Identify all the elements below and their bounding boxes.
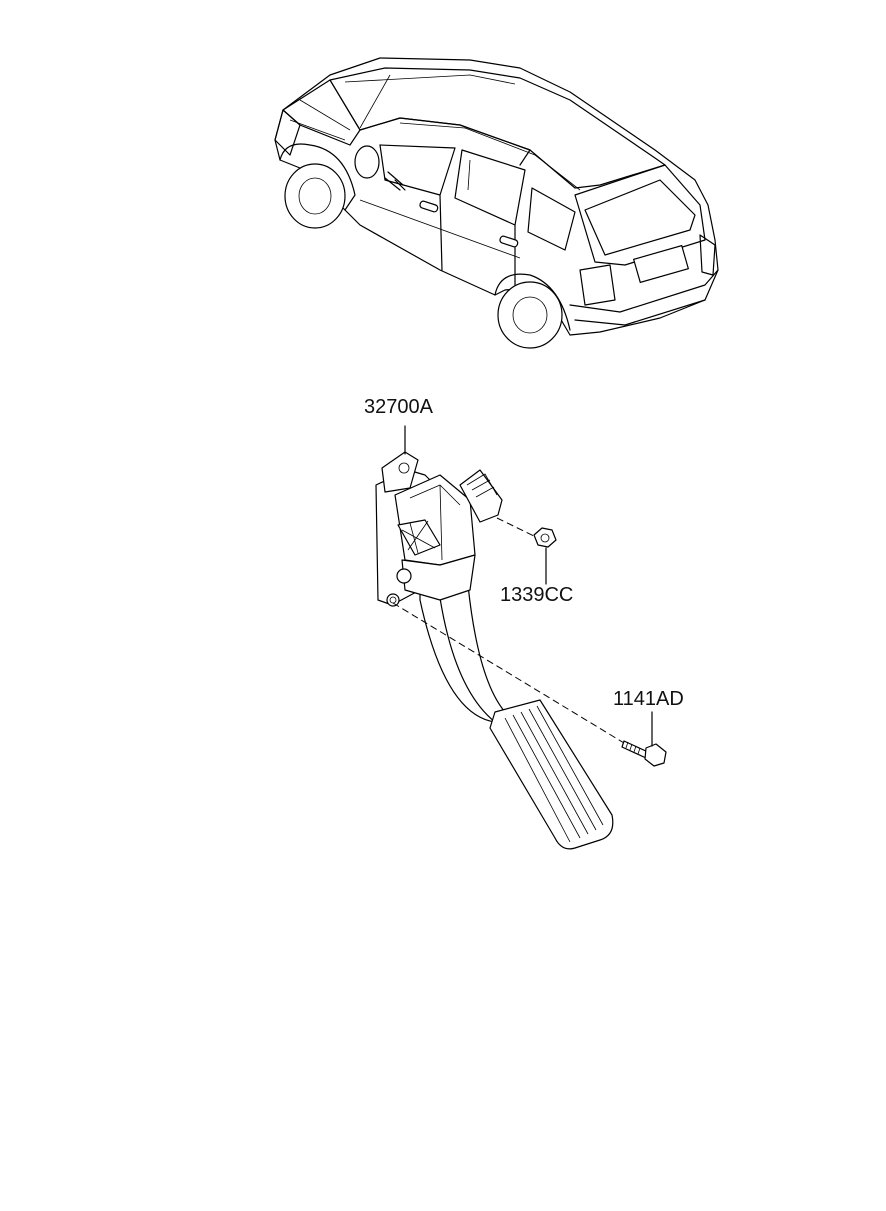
part-number-label: 1141AD xyxy=(613,688,684,710)
part-number-label: 1339CC xyxy=(500,584,574,606)
bolt-1141ad-illustration xyxy=(621,740,667,767)
part-number-label: 32700A xyxy=(364,396,433,418)
vehicle-illustration xyxy=(274,57,719,349)
leader-lines xyxy=(392,425,653,747)
accelerator-pedal-assembly xyxy=(375,451,614,850)
nut-1339cc-illustration xyxy=(533,527,557,548)
